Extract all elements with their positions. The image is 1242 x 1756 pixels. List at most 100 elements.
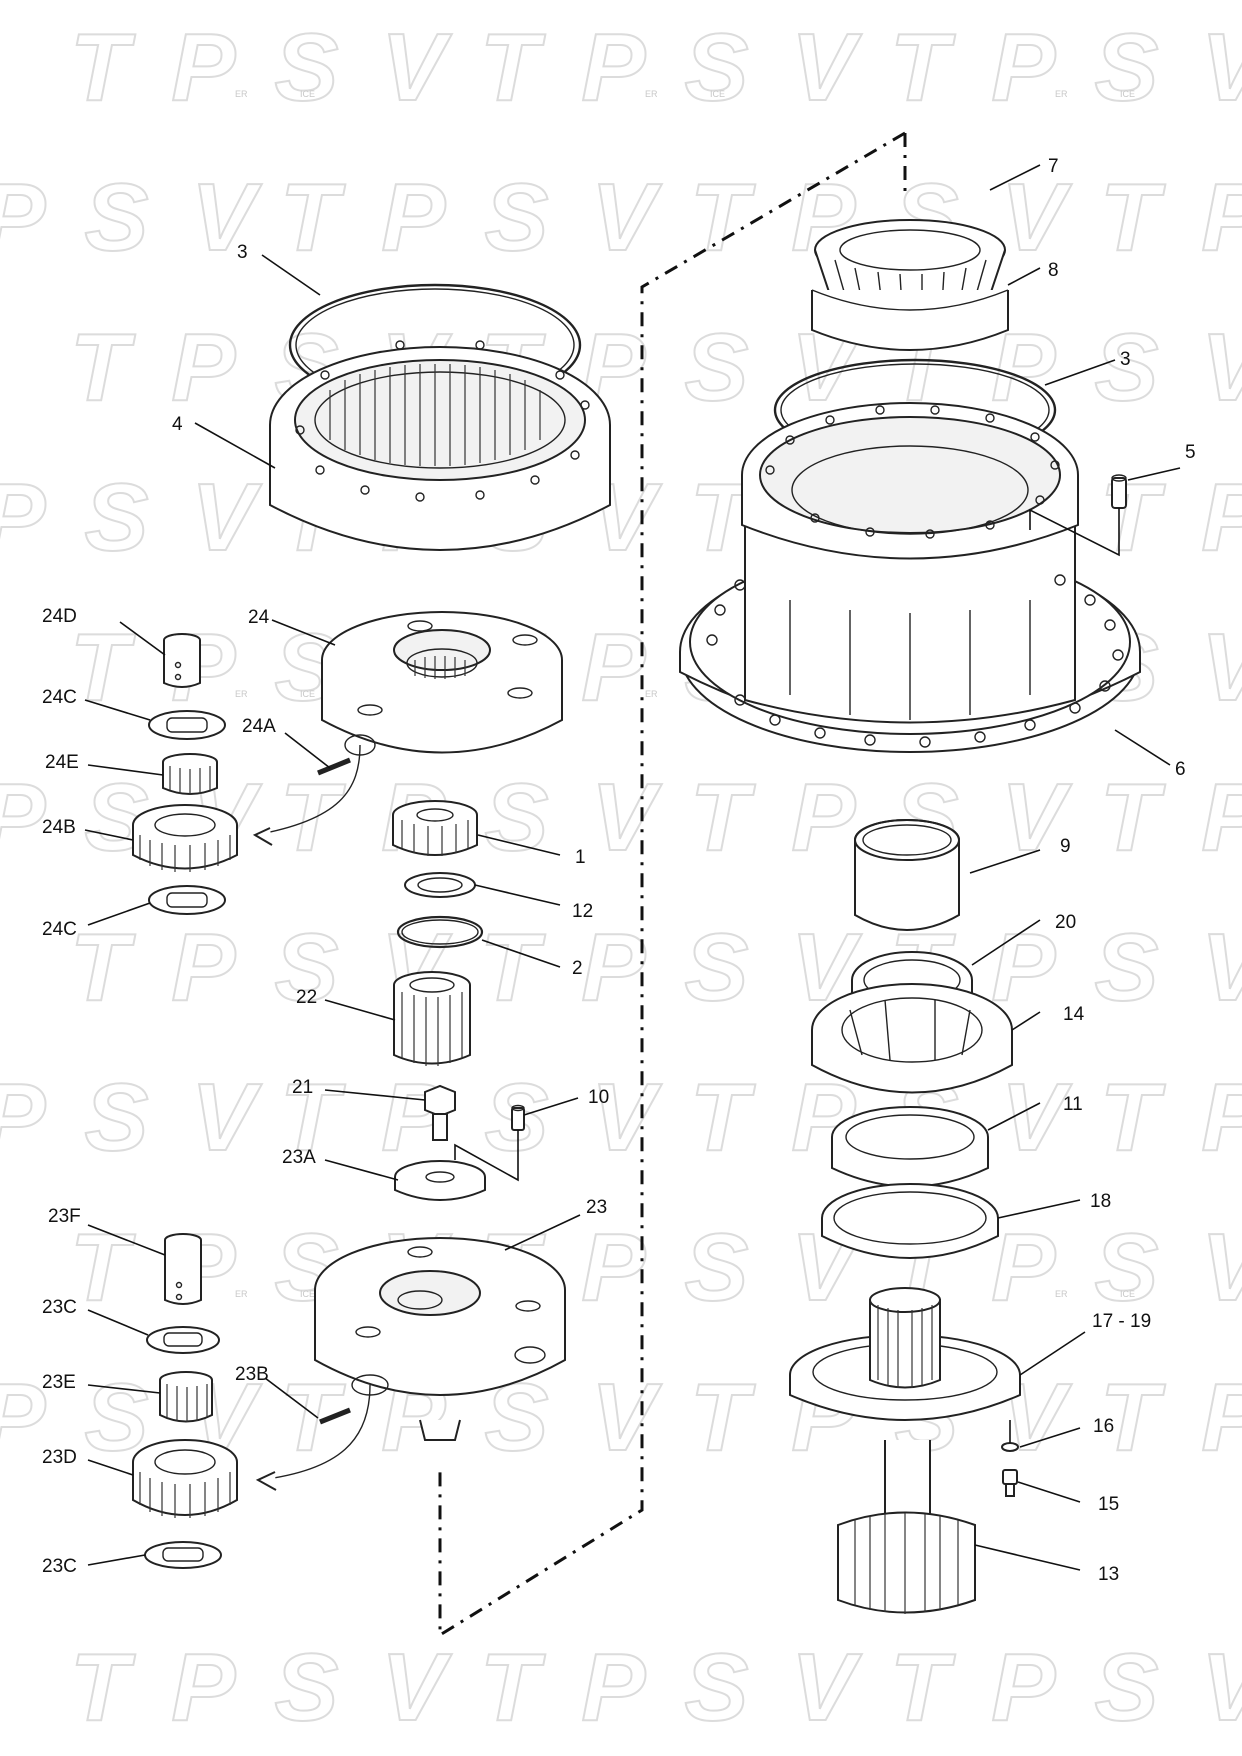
- callout-13: 13: [1098, 1564, 1119, 1585]
- part-24b-planet-gear: [132, 804, 238, 872]
- watermark-row-3: T P S V T P S V T P S V: [69, 313, 1242, 422]
- part-24-carrier: [252, 611, 563, 846]
- watermark-text: T P S V: [1100, 764, 1242, 871]
- part-24c-washer-bottom: [148, 885, 226, 915]
- callout-7: 7: [1048, 156, 1059, 177]
- callout-18: 18: [1090, 1191, 1111, 1212]
- callout-23a: 23A: [282, 1147, 316, 1168]
- part-10-pin: [454, 1104, 525, 1182]
- callout-1: 1: [575, 847, 586, 868]
- part-24e-needle-bearing: [162, 753, 218, 795]
- callout-23f: 23F: [48, 1206, 81, 1227]
- part-23c-washer-bottom: [144, 1541, 222, 1569]
- watermark-text: T P S V: [890, 14, 1242, 121]
- watermark-text: T P S V: [480, 1634, 863, 1741]
- callout-14: 14: [1063, 1004, 1085, 1025]
- part-15-bolt: [1002, 1469, 1018, 1497]
- watermark-row-9: T P S V T P S V T P S V: [69, 1213, 1242, 1322]
- callout-2: 2: [572, 958, 583, 979]
- watermark-text: T P S V: [480, 14, 863, 121]
- callout-23c-top: 23C: [42, 1297, 77, 1318]
- part-5-plug: [1029, 474, 1127, 557]
- watermark-sub: ICE: [1120, 89, 1135, 99]
- part-24a-pin: [317, 757, 351, 776]
- part-23e-needle-bearing: [159, 1371, 213, 1423]
- callout-15: 15: [1098, 1494, 1119, 1515]
- part-11-bearing-race: [831, 1106, 989, 1188]
- watermark-row-8: T P S V T P S V T P S V T P S V: [0, 1063, 1242, 1172]
- callout-12: 12: [572, 901, 593, 922]
- callout-22: 22: [296, 987, 317, 1008]
- watermark-row-11: T P S V T P S V T P S V: [69, 1633, 1242, 1742]
- watermark-text: T P S V: [1100, 164, 1242, 271]
- part-8-bearing-race: [811, 289, 1009, 351]
- callout-21: 21: [292, 1077, 313, 1098]
- watermark-text: T P S V: [0, 1064, 263, 1171]
- callout-24d: 24D: [42, 606, 77, 627]
- callout-labels: 7 8 3 5 6 9 20 14 11 18 17 - 19 16 15 13…: [42, 156, 1196, 1585]
- callout-8: 8: [1048, 260, 1059, 281]
- callout-20: 20: [1055, 912, 1076, 933]
- watermark-text: T P S V: [70, 914, 453, 1021]
- part-16-washer: [1001, 1420, 1019, 1452]
- callout-23b: 23B: [235, 1364, 269, 1385]
- flange-bolt-holes: [706, 574, 1124, 748]
- watermark-text: T P S V: [70, 1634, 453, 1741]
- watermark-sub: ICE: [300, 1289, 315, 1299]
- callout-24b: 24B: [42, 817, 76, 838]
- watermark-text: T P S V: [280, 1064, 663, 1171]
- watermark-sub: ICE: [300, 89, 315, 99]
- watermark-row-1: T P S V T P S V T P S V: [69, 13, 1242, 122]
- part-23d-planet-gear: [132, 1439, 238, 1518]
- callout-10: 10: [588, 1087, 609, 1108]
- part-23c-washer-top: [146, 1326, 220, 1354]
- watermark-text: T P S V: [280, 164, 663, 271]
- watermark-text: T P S V: [1100, 1364, 1242, 1471]
- part-12-thrust-washer: [404, 872, 476, 898]
- watermark-sub: ER: [645, 89, 658, 99]
- watermark-text: T P S V: [70, 14, 453, 121]
- callout-23c-bottom: 23C: [42, 1556, 77, 1577]
- callout-24e: 24E: [45, 752, 79, 773]
- top-bolt-holes: [765, 405, 1060, 539]
- callout-6: 6: [1175, 759, 1186, 780]
- watermark-sub: ICE: [710, 89, 725, 99]
- part-23b-pin: [319, 1407, 351, 1425]
- watermark-sub: ER: [645, 689, 658, 699]
- part-2-snap-ring: [396, 915, 484, 949]
- part-24c-washer-top: [148, 710, 226, 740]
- callout-23d: 23D: [42, 1447, 77, 1468]
- callout-9: 9: [1060, 836, 1071, 857]
- watermark-row-7: T P S V T P S V T P S V: [69, 913, 1242, 1022]
- watermark-text: T P S V: [0, 464, 263, 571]
- callout-17-19: 17 - 19: [1092, 1311, 1151, 1332]
- watermark-sub: ER: [1055, 1289, 1068, 1299]
- callout-23e: 23E: [42, 1372, 76, 1393]
- part-24d-shaft: [163, 633, 201, 688]
- watermark-sub: ICE: [1120, 1289, 1135, 1299]
- part-23a-plate: [394, 1160, 486, 1201]
- part-6-housing: [679, 402, 1141, 753]
- callout-24c-top: 24C: [42, 687, 77, 708]
- watermark-text: T P S V: [480, 914, 863, 1021]
- part-1-sun-gear: [392, 800, 478, 856]
- watermark-sub: ER: [235, 89, 248, 99]
- callout-24c-bottom: 24C: [42, 919, 77, 940]
- callout-24: 24: [248, 607, 270, 628]
- watermark-text: T P S V: [890, 1634, 1242, 1741]
- callout-3-right: 3: [1120, 349, 1131, 370]
- leader-lines: [84, 164, 1181, 1571]
- watermark-text: T P S V: [1100, 1064, 1242, 1171]
- callout-4: 4: [172, 414, 183, 435]
- watermark-sub: ER: [1055, 89, 1068, 99]
- callout-24a: 24A: [242, 716, 276, 737]
- part-4-ring-gear: [269, 340, 611, 551]
- assembly-centerline: [438, 131, 906, 1638]
- part-21-bolt: [424, 1084, 456, 1141]
- callout-3-left: 3: [237, 242, 248, 263]
- callout-23: 23: [586, 1197, 607, 1218]
- callout-16: 16: [1093, 1416, 1114, 1437]
- watermark-text: T P S V: [0, 164, 263, 271]
